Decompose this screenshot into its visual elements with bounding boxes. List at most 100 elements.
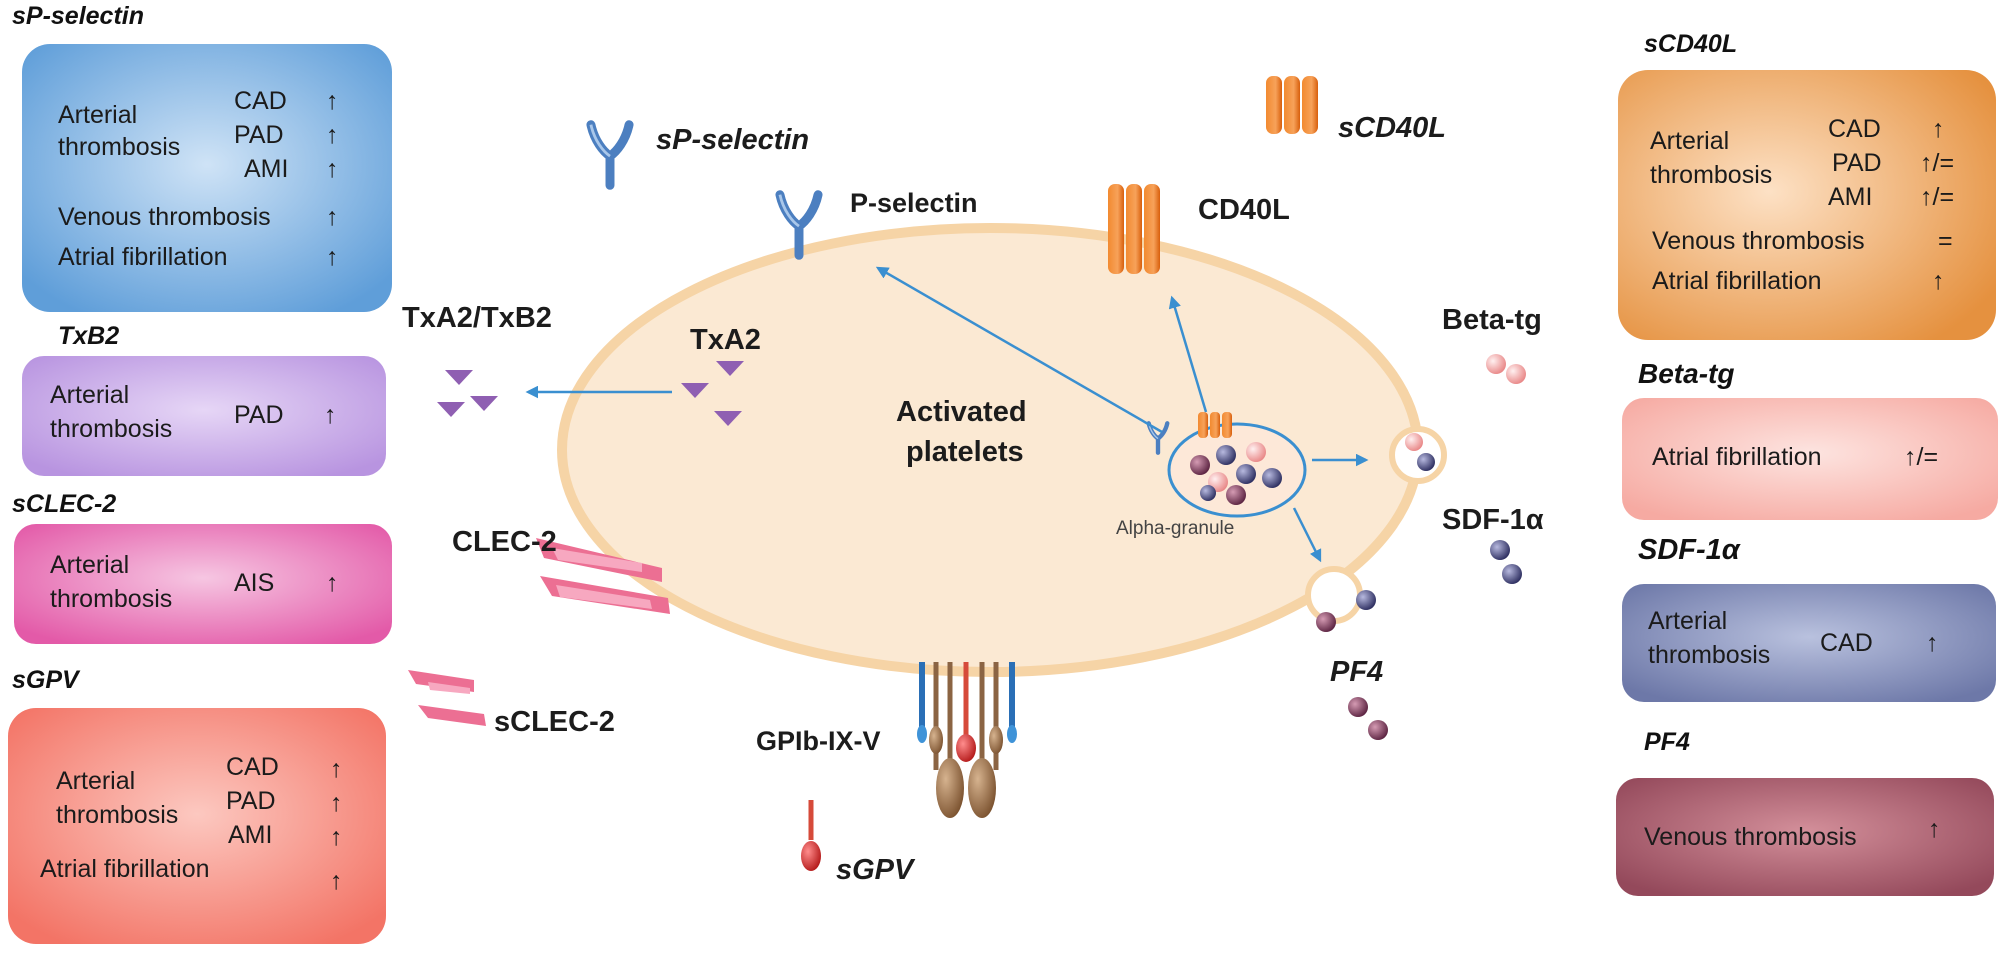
label-txa2: TxA2	[690, 324, 761, 356]
panel-pf4: Venous thrombosis ↑	[1616, 778, 1994, 896]
panel-sp-selectin: Arterial thrombosis CAD PAD AMI ↑ ↑ ↑ Ve…	[22, 44, 392, 312]
condition-af: Atrial fibrillation	[40, 855, 210, 883]
clec2-receptor	[536, 538, 670, 614]
panel-scd40l: Arterial thrombosis CAD PAD AMI ↑ ↑/= ↑/…	[1618, 70, 1996, 340]
label-p-selectin: P-selectin	[850, 188, 978, 218]
panel-bg-scd40l	[1618, 70, 1996, 340]
marker-pad: PAD	[234, 401, 284, 429]
granule-cd40l	[1198, 412, 1232, 438]
label-alpha-granule: Alpha-granule	[1116, 518, 1235, 539]
marker-ais: AIS	[234, 569, 275, 597]
label-pf4: PF4	[1330, 656, 1384, 688]
arrow-pad: ↑	[330, 789, 343, 817]
beta-tg-molecules	[1405, 354, 1526, 471]
marker-pad: PAD	[1832, 149, 1882, 177]
condition-arterial: Arterial	[50, 551, 130, 579]
arrow-af: ↑	[326, 243, 339, 271]
arrow-cad: ↑	[1932, 115, 1945, 143]
panel-sdf1a: Arterial thrombosis CAD ↑	[1622, 584, 1996, 702]
arrow-pad: ↑	[326, 121, 339, 149]
arrow-cad: ↑	[326, 87, 339, 115]
arrow-pad: ↑	[324, 401, 337, 429]
arrow-pad: ↑/=	[1920, 149, 1955, 177]
marker-cad: CAD	[226, 753, 279, 781]
label-txa2-txb2: TxA2/TxB2	[402, 302, 552, 334]
sgpv-fragment	[801, 800, 821, 871]
arrows	[525, 266, 1369, 563]
marker-cad: CAD	[1828, 115, 1881, 143]
condition-thrombosis: thrombosis	[1648, 641, 1771, 669]
label-platelets: platelets	[906, 436, 1024, 468]
panel-title-sclec2: sCLEC-2	[12, 490, 117, 518]
panel-txb2: Arterial thrombosis PAD ↑	[22, 356, 386, 476]
condition-venous: Venous thrombosis	[1644, 823, 1857, 851]
condition-thrombosis: thrombosis	[1650, 161, 1773, 189]
panel-bg-sclec2	[14, 524, 392, 644]
txb2-molecules	[437, 370, 498, 417]
panel-title-txb2: TxB2	[58, 322, 120, 350]
label-sclec2: sCLEC-2	[494, 706, 615, 738]
marker-ami: AMI	[244, 155, 289, 183]
panel-beta-tg: Atrial fibrillation ↑/=	[1622, 398, 1998, 520]
condition-venous: Venous thrombosis	[1652, 227, 1865, 255]
gpib-ix-v-complex	[917, 662, 1017, 818]
panel-title-scd40l: sCD40L	[1644, 30, 1738, 58]
panel-bg-sp-selectin	[22, 44, 392, 312]
panel-title-beta-tg: Beta-tg	[1638, 358, 1735, 389]
panel-bg-beta-tg	[1622, 398, 1998, 520]
arrow-cad: ↑	[330, 755, 343, 783]
sp-selectin-soluble-icon	[591, 125, 629, 186]
condition-arterial: Arterial	[50, 381, 130, 409]
condition-af: Atrial fibrillation	[1652, 267, 1822, 295]
cd40l-icon	[1108, 184, 1160, 274]
label-sp-selectin-soluble: sP-selectin	[656, 124, 810, 156]
pf4-molecules	[1316, 590, 1388, 740]
arrow-af: ↑	[1932, 267, 1945, 295]
marker-pad: PAD	[234, 121, 284, 149]
arrow-venous: =	[1938, 227, 1953, 255]
label-scd40l: sCD40L	[1338, 112, 1446, 144]
condition-thrombosis: thrombosis	[56, 801, 179, 829]
condition-thrombosis: thrombosis	[50, 585, 173, 613]
panel-bg-sdf1a	[1622, 584, 1996, 702]
label-sgpv: sGPV	[836, 854, 914, 886]
arrow-venous: ↑	[326, 203, 339, 231]
panel-bg-sgpv	[8, 708, 386, 944]
marker-ami: AMI	[1828, 183, 1873, 211]
arrow-af: ↑	[330, 867, 343, 895]
txa2-molecules	[681, 361, 744, 426]
marker-cad: CAD	[234, 87, 287, 115]
label-activated: Activated	[896, 396, 1027, 428]
arrow-ami: ↑/=	[1920, 183, 1955, 211]
arrow-ami: ↑	[330, 823, 343, 851]
label-gpib-ix-v: GPIb-IX-V	[756, 726, 881, 756]
scd40l-icon	[1266, 76, 1318, 134]
label-sdf1a: SDF-1α	[1442, 504, 1544, 536]
granule-contents	[1190, 442, 1282, 505]
condition-thrombosis: thrombosis	[58, 133, 181, 161]
arrow-ais: ↑	[326, 569, 339, 597]
marker-ami: AMI	[228, 821, 273, 849]
panel-sgpv: Arterial thrombosis CAD PAD AMI ↑ ↑ ↑ At…	[8, 708, 386, 944]
panel-bg-txb2	[22, 356, 386, 476]
panel-title-sgpv: sGPV	[12, 666, 79, 694]
sclec2-fragment	[408, 670, 486, 726]
condition-venous: Venous thrombosis	[58, 203, 271, 231]
marker-pad: PAD	[226, 787, 276, 815]
marker-cad: CAD	[1820, 629, 1873, 657]
condition-thrombosis: thrombosis	[50, 415, 173, 443]
arrow-venous: ↑	[1928, 815, 1941, 843]
condition-arterial: Arterial	[58, 101, 138, 129]
panel-title-sdf1a: SDF-1α	[1638, 534, 1740, 566]
panel-title-sp-selectin: sP-selectin	[12, 2, 145, 30]
label-cd40l: CD40L	[1198, 194, 1290, 226]
sdf1a-molecules	[1490, 540, 1522, 584]
arrow-ami: ↑	[326, 155, 339, 183]
arrow-cad: ↑	[1926, 629, 1939, 657]
release-pore-bottom	[1305, 566, 1363, 624]
label-clec2: CLEC-2	[452, 526, 557, 558]
condition-arterial: Arterial	[1648, 607, 1728, 635]
label-beta-tg: Beta-tg	[1442, 304, 1542, 336]
panel-bg-pf4	[1616, 778, 1994, 896]
